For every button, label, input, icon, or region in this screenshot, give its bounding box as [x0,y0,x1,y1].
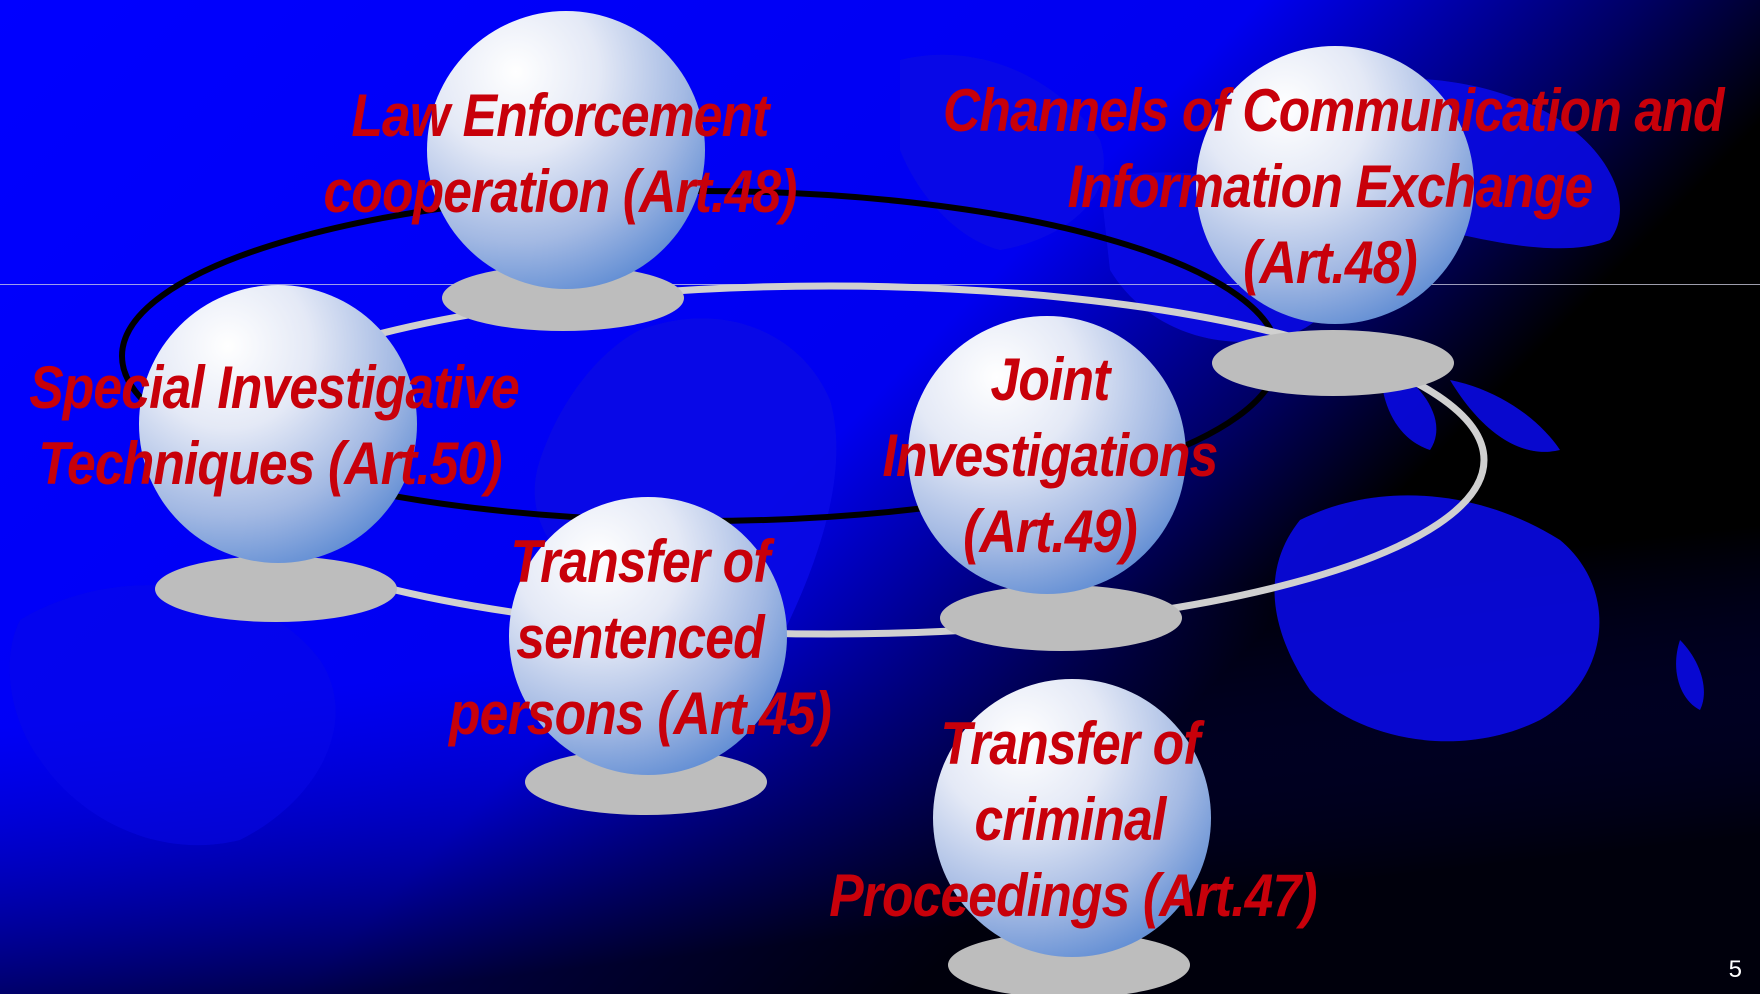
label-line: (Art.49) [963,498,1138,565]
label-line: criminal [974,786,1166,853]
sphere-special-investigative [139,285,417,563]
sphere-law-enforcement [427,11,705,289]
label-line: (Art.48) [1243,229,1418,296]
label-joint-investigations: Joint Investigations (Art.49) [869,342,1230,570]
sphere-shadow-transfer-criminal [948,932,1190,994]
label-line: persons (Art.45) [449,680,832,747]
label-law-enforcement-cooperation: Law Enforcement cooperation (Art.48) [302,78,818,230]
label-line: Information Exchange [1067,153,1594,220]
label-channels-of-communication: Channels of Communication and Informatio… [943,73,1724,301]
sphere-joint-investigations [908,316,1186,594]
label-line: Joint [990,346,1111,413]
label-line: Investigations [882,422,1219,489]
sphere-shadow-law-enforcement [442,265,684,331]
label-line: Proceedings (Art.47) [829,862,1317,929]
sphere-transfer-sentenced [509,497,787,775]
label-special-investigative-techniques: Special Investigative Techniques (Art.50… [29,350,519,502]
label-line: cooperation (Art.48) [323,158,797,225]
label-transfer-of-sentenced-persons: Transfer of sentenced persons (Art.45) [434,524,847,752]
label-line: Transfer of [940,710,1200,777]
label-line: Law Enforcement [351,82,769,149]
sphere-transfer-criminal [933,679,1211,957]
sphere-shadow-special-investigative [155,556,397,622]
label-transfer-of-criminal-proceedings: Transfer of criminal Proceedings (Art.47… [829,706,1317,934]
label-line: sentenced [516,604,764,671]
page-number: 5 [1728,956,1742,983]
sphere-channels [1196,46,1474,324]
sphere-shadow-channels [1212,330,1454,396]
sphere-shadow-joint-investigations [940,585,1182,651]
label-line: Transfer of [510,528,770,595]
label-line: Channels of Communication and [943,77,1724,144]
label-line: Special Investigative [29,354,519,421]
sphere-shadow-transfer-sentenced [525,749,767,815]
label-line: Techniques (Art.50) [38,430,502,497]
